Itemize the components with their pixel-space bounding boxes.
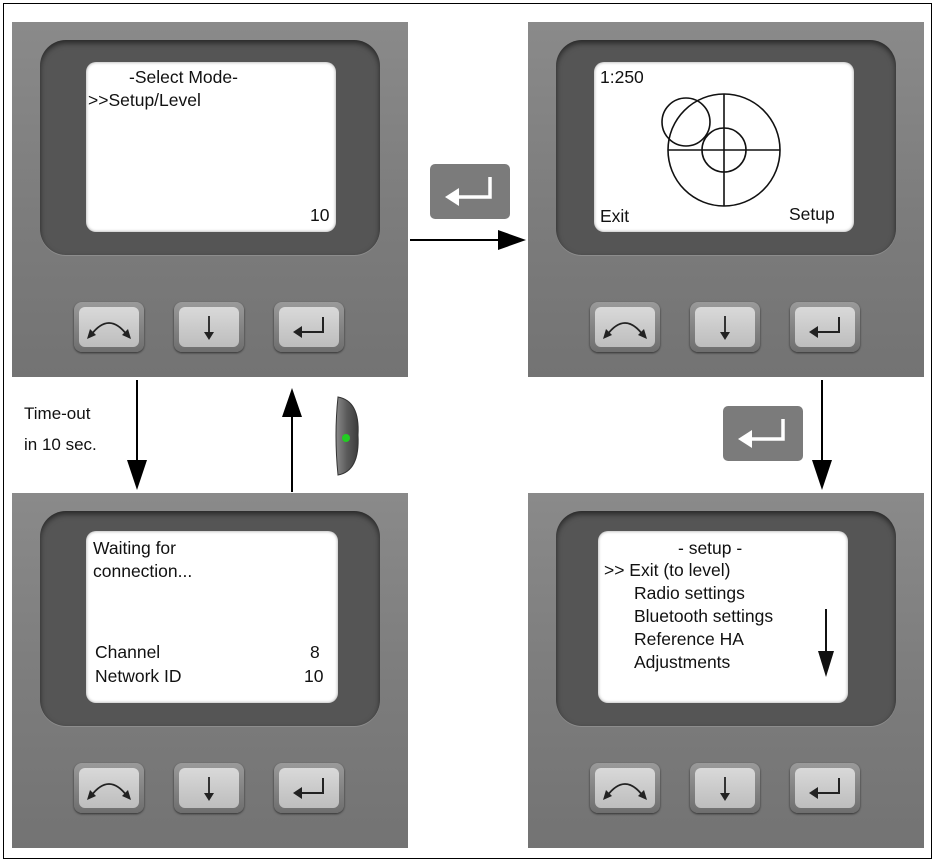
display-screen: - setup - >> Exit (to level) Radio setti… (598, 531, 848, 703)
setup-item-reference-ha[interactable]: Reference HA (634, 629, 744, 649)
enter-icon (809, 317, 840, 338)
arrow-timeout-head (127, 460, 147, 490)
enter-icon (445, 177, 492, 206)
radio-led-icon (335, 396, 359, 476)
setup-item-bluetooth[interactable]: Bluetooth settings (634, 606, 774, 626)
arrow-to-level-head (498, 230, 526, 250)
toggle-button[interactable] (74, 302, 144, 352)
enter-icon (738, 419, 785, 448)
panel-level: 1:250 Exit Setup (528, 22, 924, 377)
enter-icon (293, 778, 324, 799)
timeout-count: 10 (310, 205, 330, 225)
display-screen: 1:250 Exit Setup (594, 62, 854, 232)
level-bubble-icon (661, 93, 781, 207)
mode-item: >>Setup/Level (88, 90, 201, 110)
display-screen: Waiting for connection... Channel 8 Netw… (86, 531, 338, 703)
network-id-label: Network ID (95, 666, 182, 686)
toggle-button[interactable] (590, 763, 660, 813)
setup-item-radio[interactable]: Radio settings (634, 583, 745, 603)
enter-icon (293, 317, 324, 338)
setup-item-exit[interactable]: >> Exit (to level) (604, 560, 731, 580)
enter-key-to-level (430, 164, 510, 219)
panel-select-mode: -Select Mode- >>Setup/Level 10 (12, 22, 408, 377)
enter-button[interactable] (790, 763, 860, 813)
toggle-arc-icon (603, 322, 647, 339)
toggle-arc-icon (603, 783, 647, 800)
mode-title: -Select Mode- (129, 67, 238, 87)
network-id-value: 10 (304, 666, 324, 686)
down-arrow-icon (720, 316, 730, 340)
setup-title: - setup - (678, 538, 743, 558)
setup-softkey: Setup (789, 204, 835, 224)
enter-key-to-setup (723, 406, 803, 461)
panel-setup: - setup - >> Exit (to level) Radio setti… (528, 493, 924, 848)
diagram-frame (3, 3, 932, 859)
enter-button[interactable] (790, 302, 860, 352)
down-button[interactable] (690, 302, 760, 352)
enter-button[interactable] (274, 302, 344, 352)
waiting-line-2: connection... (93, 561, 193, 581)
waiting-line-1: Waiting for (93, 538, 176, 558)
scroll-down-arrow-icon (818, 609, 834, 677)
scale-readout: 1:250 (600, 67, 644, 87)
down-arrow-icon (720, 777, 730, 801)
enter-icon (809, 778, 840, 799)
timeout-label-line-2: in 10 sec. (24, 435, 97, 454)
timeout-label-line-1: Time-out (24, 404, 91, 423)
setup-item-adjustments[interactable]: Adjustments (634, 652, 731, 672)
down-button[interactable] (174, 302, 244, 352)
panel-waiting: Waiting for connection... Channel 8 Netw… (12, 493, 408, 848)
arrow-to-setup-head (812, 460, 832, 490)
down-button[interactable] (174, 763, 244, 813)
down-arrow-icon (204, 777, 214, 801)
enter-button[interactable] (274, 763, 344, 813)
toggle-arc-icon (87, 783, 131, 800)
channel-value: 8 (310, 642, 320, 662)
toggle-button[interactable] (74, 763, 144, 813)
down-button[interactable] (690, 763, 760, 813)
arrow-connected-head (282, 388, 302, 417)
toggle-button[interactable] (590, 302, 660, 352)
toggle-arc-icon (87, 322, 131, 339)
display-screen: -Select Mode- >>Setup/Level 10 (86, 62, 336, 232)
exit-softkey: Exit (600, 206, 630, 226)
channel-label: Channel (95, 642, 161, 662)
down-arrow-icon (204, 316, 214, 340)
